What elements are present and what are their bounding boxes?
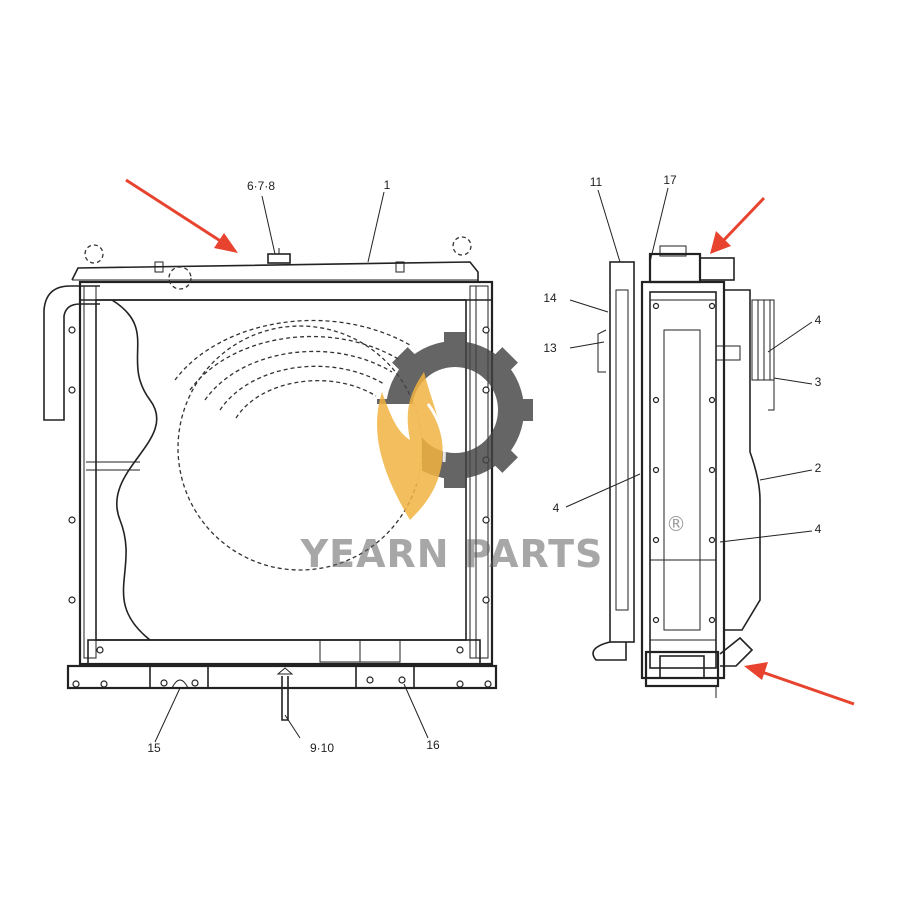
callout-9-10: 9·10 — [310, 741, 334, 755]
front-view-callouts: 6·7·8 1 15 9·10 16 — [147, 178, 440, 755]
arrow-side-bottom — [744, 662, 855, 706]
callout-4-right: 4 — [815, 522, 822, 536]
front-view-radiator — [43, 236, 498, 721]
side-view-callouts: 11 17 14 13 4 3 2 4 4 — [543, 173, 821, 536]
callout-16: 16 — [426, 738, 440, 752]
callout-6-7-8: 6·7·8 — [247, 179, 275, 193]
callout-14: 14 — [543, 291, 557, 305]
callout-17: 17 — [663, 173, 677, 187]
watermark-text: YEARN PARTS — [300, 532, 604, 576]
arrow-front-top — [125, 178, 238, 253]
callout-1: 1 — [384, 178, 391, 192]
side-bolts — [652, 302, 716, 624]
callout-13: 13 — [543, 341, 557, 355]
registered-mark: ® — [666, 512, 686, 536]
flame-icon — [377, 372, 446, 520]
watermark-logo: YEARN PARTS ® — [300, 332, 686, 576]
highlight-arrows — [125, 178, 855, 706]
callout-2: 2 — [815, 461, 822, 475]
callout-3: 3 — [815, 375, 822, 389]
arrow-side-top — [710, 196, 766, 254]
frame-bolts — [68, 326, 492, 688]
callout-11: 11 — [590, 175, 603, 189]
callout-4-left: 4 — [553, 501, 560, 515]
callout-15: 15 — [147, 741, 161, 755]
callout-4-top: 4 — [815, 313, 822, 327]
side-view-radiator — [592, 245, 775, 698]
callout-leaders — [154, 187, 813, 743]
